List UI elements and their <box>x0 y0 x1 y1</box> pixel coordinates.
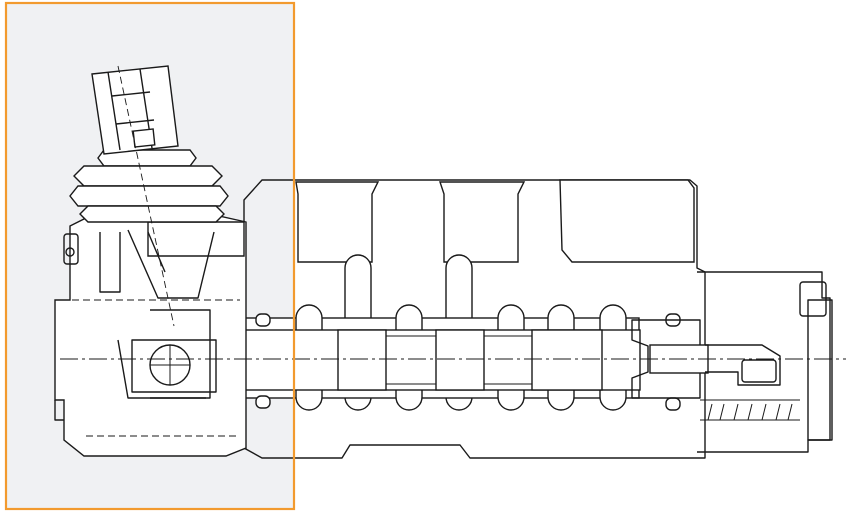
rubber-boot <box>69 149 229 223</box>
port-cavity-left <box>295 181 380 263</box>
o-ring-top <box>255 313 271 327</box>
spring-cap <box>631 271 833 453</box>
lever-housing <box>54 213 247 457</box>
centering-spring <box>700 399 800 421</box>
port-cavity-right <box>439 181 526 263</box>
spool <box>209 329 641 391</box>
highlight-frame <box>4 1 296 511</box>
valve-body-section <box>243 179 706 459</box>
top-block <box>559 179 695 263</box>
o-ring-bottom <box>255 395 271 409</box>
joystick-lever-handle <box>91 65 179 327</box>
